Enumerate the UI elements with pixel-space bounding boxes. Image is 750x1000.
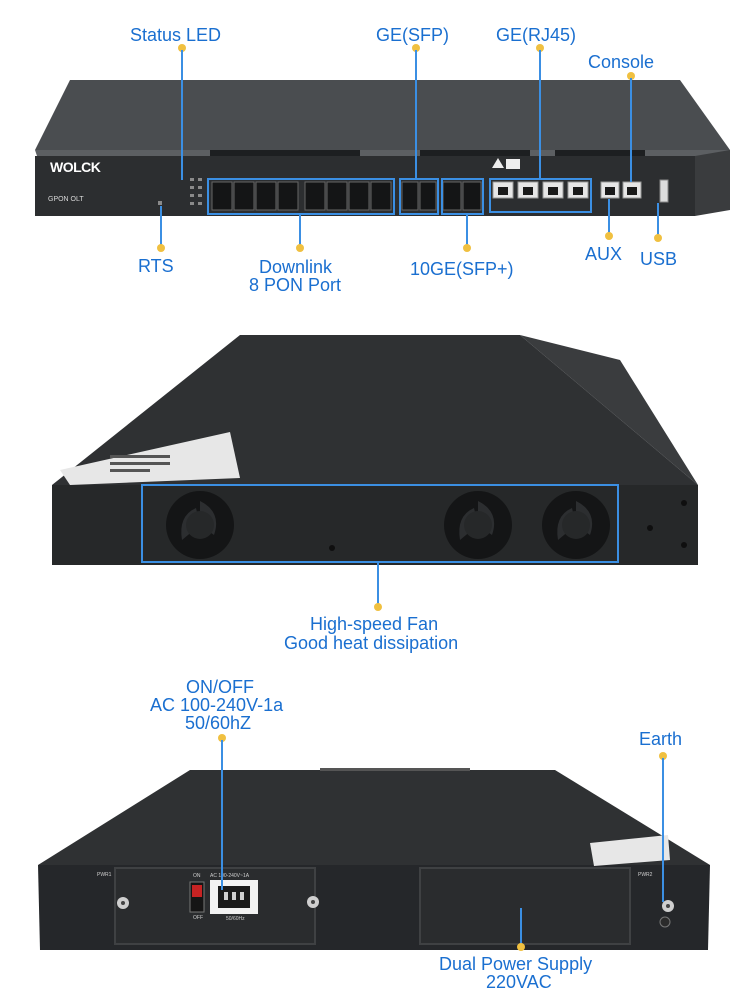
downlink-label-line1: Downlink	[259, 257, 333, 277]
console-dot	[627, 72, 635, 80]
rts-label: RTS	[138, 256, 174, 276]
olt-fan-view	[52, 335, 698, 565]
status-led-label: Status LED	[130, 25, 222, 45]
switch-on-text: ON	[193, 873, 201, 879]
tenge-sfp-label: 10GE(SFP+)	[410, 259, 514, 279]
console-leader	[630, 78, 632, 182]
console-label: Console	[588, 52, 655, 72]
aux-dot	[605, 232, 613, 240]
earth-leader	[662, 758, 664, 902]
fan-label-line1: High-speed Fan	[310, 614, 439, 634]
ge-sfp-box	[399, 178, 439, 215]
aux-leader	[608, 199, 610, 233]
ge-sfp-leader	[415, 50, 417, 178]
usb-leader	[657, 203, 659, 235]
ge-sfp-dot	[412, 44, 420, 52]
status-led-leader	[181, 50, 183, 180]
fan-dot	[374, 603, 382, 611]
downlink-label-line2: 8 PON Port	[249, 275, 342, 295]
ge-sfp-label: GE(SFP)	[376, 25, 450, 45]
rts-leader	[160, 206, 162, 246]
onoff-label-line2: AC 100-240V-1a	[150, 695, 284, 715]
olt-front-view	[35, 80, 730, 216]
tenge-dot	[463, 244, 471, 252]
onoff-dot	[218, 734, 226, 742]
onoff-leader	[221, 740, 223, 890]
socket-freq-text: 50/60Hz	[226, 916, 245, 922]
dual-power-label-line1: Dual Power Supply	[439, 954, 593, 974]
pwr1-text: PWR1	[97, 872, 112, 878]
ge-rj45-box	[489, 178, 592, 213]
model-text: GPON OLT	[48, 196, 84, 203]
ge-rj45-label: GE(RJ45)	[496, 25, 577, 45]
socket-rating-text: AC 100-240V~1A	[210, 873, 250, 879]
fans	[166, 491, 610, 559]
fan-box	[141, 484, 619, 563]
dual-power-label-line2: 220VAC	[486, 972, 552, 992]
usb-dot	[654, 234, 662, 242]
pon-ports	[211, 181, 392, 211]
rts-dot	[157, 244, 165, 252]
dual-dot	[517, 943, 525, 951]
usb-label: USB	[640, 249, 678, 269]
aux-label: AUX	[585, 244, 623, 264]
pon-ports-box	[207, 178, 395, 215]
onoff-label-line3: 50/60hZ	[185, 713, 252, 733]
status-led-dot	[178, 44, 186, 52]
downlink-leader	[299, 215, 301, 247]
ge-rj45-leader	[539, 50, 541, 178]
downlink-dot	[296, 244, 304, 252]
switch-off-text: OFF	[193, 915, 203, 921]
earth-dot	[659, 752, 667, 760]
pwr2-text: PWR2	[638, 872, 653, 878]
ge-rj45-dot	[536, 44, 544, 52]
brand-logo: WOLCK	[50, 159, 101, 175]
fan-leader	[377, 563, 379, 605]
dual-leader	[520, 908, 522, 944]
tenge-sfp-box	[441, 178, 484, 215]
olt-rear-view	[38, 768, 710, 950]
earth-label: Earth	[639, 729, 683, 749]
tenge-leader	[466, 215, 468, 247]
onoff-label-line1: ON/OFF	[186, 677, 254, 697]
fan-label-line2: Good heat dissipation	[284, 633, 459, 653]
